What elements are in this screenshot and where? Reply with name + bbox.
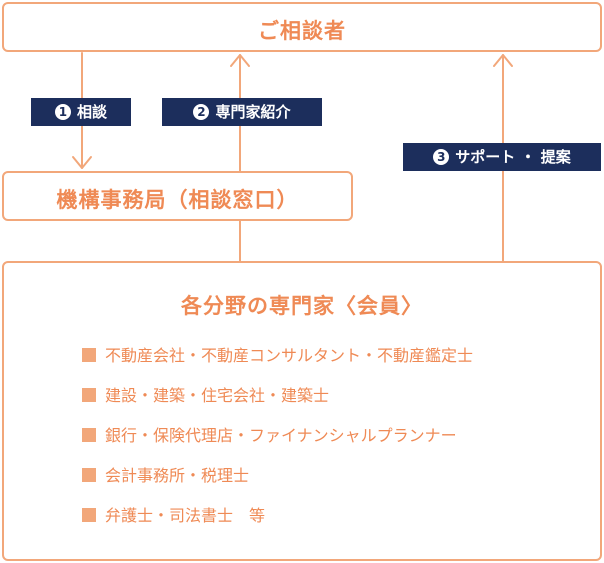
- square-bullet-icon: [82, 508, 96, 522]
- step-number-badge: 1: [54, 104, 71, 120]
- step-label-referral: 2 専門家紹介: [162, 98, 322, 126]
- step-number-badge: 2: [193, 104, 210, 120]
- step-label-consult: 1 相談: [31, 98, 131, 126]
- list-item: 会計事務所・税理士: [82, 462, 473, 502]
- step-label-text: 相談: [76, 103, 107, 121]
- list-item: 銀行・保険代理店・ファイナンシャルプランナー: [82, 422, 473, 462]
- experts-title: 各分野の専門家〈会員〉: [181, 294, 423, 318]
- experts-box: 各分野の専門家〈会員〉: [2, 261, 602, 561]
- step-number-badge: 3: [433, 149, 450, 165]
- square-bullet-icon: [82, 468, 96, 482]
- step-label-text: 専門家紹介: [215, 103, 291, 121]
- step-label-support: 3 サポート ・ 提案: [403, 143, 601, 171]
- square-bullet-icon: [82, 348, 96, 362]
- arrow-consult-head: [72, 156, 92, 169]
- client-title: ご相談者: [258, 19, 346, 43]
- office-box: 機構事務局（相談窓口）: [2, 171, 353, 221]
- experts-list: 不動産会社・不動産コンサルタント・不動産鑑定士 建設・建築・住宅会社・建築士 銀…: [82, 342, 473, 542]
- list-item-label: 銀行・保険代理店・ファイナンシャルプランナー: [105, 426, 457, 445]
- list-item: 不動産会社・不動産コンサルタント・不動産鑑定士: [82, 342, 473, 382]
- list-item-label: 不動産会社・不動産コンサルタント・不動産鑑定士: [105, 346, 474, 365]
- arrow-referral-head: [230, 54, 250, 67]
- list-item-label: 会計事務所・税理士: [105, 466, 250, 485]
- list-item: 弁護士・司法書士 等: [82, 502, 473, 542]
- list-item: 建設・建築・住宅会社・建築士: [82, 382, 473, 422]
- list-item-label: 弁護士・司法書士 等: [105, 506, 266, 525]
- step-label-text: サポート ・ 提案: [455, 148, 571, 166]
- arrow-support-head: [493, 54, 513, 67]
- office-title: 機構事務局（相談窓口）: [56, 188, 299, 212]
- square-bullet-icon: [82, 428, 96, 442]
- list-item-label: 建設・建築・住宅会社・建築士: [105, 386, 330, 405]
- square-bullet-icon: [82, 388, 96, 402]
- client-box: ご相談者: [2, 2, 602, 52]
